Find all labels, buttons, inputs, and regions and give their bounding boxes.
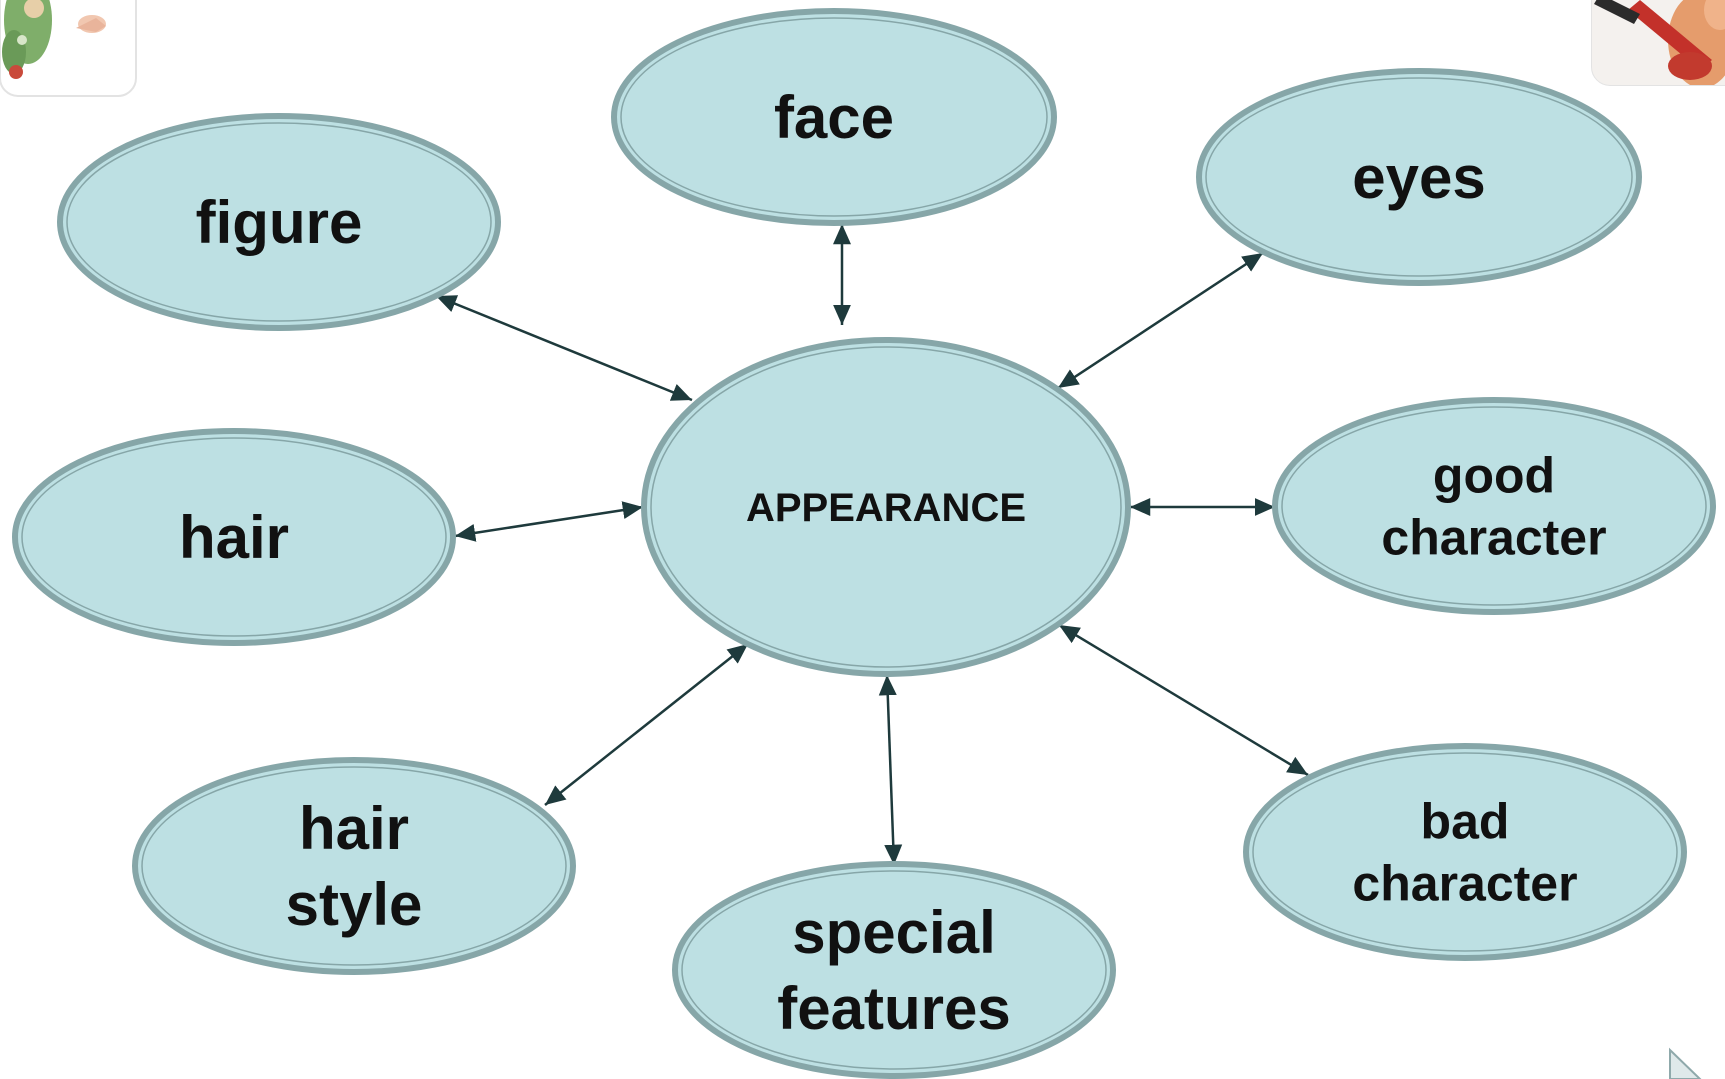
node-hair-style-shape [132,757,576,975]
node-bad-character-label-line-1: bad [1421,794,1510,850]
node-eyes-shape [1196,68,1642,286]
corner-image-right [1591,0,1725,86]
center-node-inner-ring [650,346,1122,668]
node-hair-inner-ring [21,437,447,637]
node-hair-label-line-1: hair [179,504,289,571]
node-figure-inner-ring [66,122,492,322]
node-bad-character: bad character [1243,743,1687,961]
node-figure-shape [57,113,501,331]
node-face-shape [611,8,1057,226]
node-eyes-label-line-1: eyes [1352,144,1485,211]
node-figure-label-line-1: figure [196,189,363,256]
node-bad-character-inner-ring [1252,752,1678,952]
node-hair-shape [12,428,456,646]
node-special-features-label-line-2: features [777,975,1010,1042]
node-hair: hair [12,428,456,646]
arrow-center-to-eyes [1057,251,1264,390]
node-face-inner-ring [620,17,1048,217]
arrow-center-to-hair [454,501,644,542]
node-bad-character-shape [1243,743,1687,961]
node-hair-style-label-line-1: hair [299,795,409,862]
node-bad-character-label-line-2: character [1352,856,1577,912]
node-eyes-inner-ring [1205,77,1633,277]
node-hair-style: hair style [132,757,576,975]
node-special-features-shape [672,861,1116,1079]
node-hair-style-inner-ring [141,766,567,966]
arrow-center-to-bad-character [1058,623,1309,777]
page-turn-corner-icon [1669,1047,1702,1079]
node-hair-style-label-line-2: style [286,871,423,938]
node-face-label-line-1: face [774,84,894,151]
center-node-appearance: APPEARANCE [641,337,1131,677]
arrow-center-to-figure [435,294,693,402]
connections [435,224,1309,866]
node-special-features: special features [672,861,1116,1079]
node-good-character: good character [1272,397,1716,615]
corner-image-left [0,0,137,97]
arrow-center-to-special-features [878,674,903,866]
node-good-character-label-line-1: good [1433,448,1555,504]
arrow-center-to-hair-style [544,643,749,806]
node-eyes: eyes [1196,68,1642,286]
center-node-label: APPEARANCE [746,486,1026,530]
node-special-features-inner-ring [681,870,1107,1070]
node-special-features-label-line-1: special [792,899,995,966]
node-figure: figure [57,113,501,331]
node-good-character-inner-ring [1281,406,1707,606]
node-good-character-label-line-2: character [1381,510,1606,566]
node-face: face [611,8,1057,226]
node-good-character-shape [1272,397,1716,615]
center-node-shape [641,337,1131,677]
nodes: APPEARANCE figure face eyes hair good characte… [12,8,1716,1079]
